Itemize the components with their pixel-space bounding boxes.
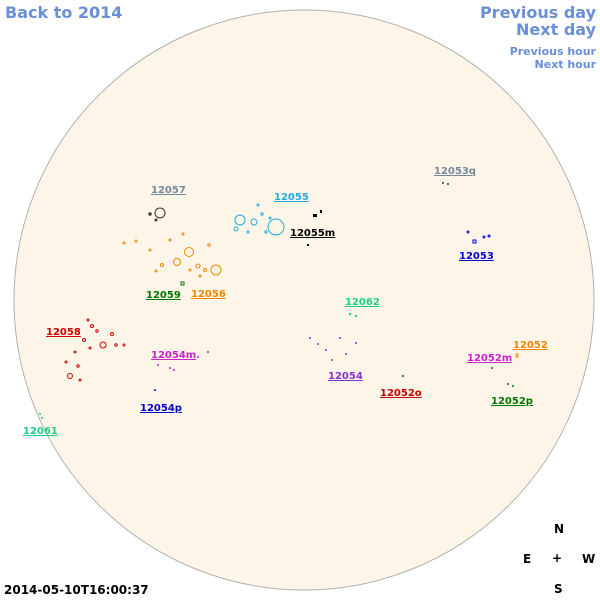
region-label-12053q[interactable]: 12053q (434, 166, 476, 177)
region-label-12054[interactable]: 12054 (328, 371, 363, 382)
region-label-12052m[interactable]: 12052m (467, 353, 512, 364)
spots-12055m (307, 210, 322, 246)
observation-timestamp: 2014-05-10T16:00:37 (4, 583, 149, 597)
spots-12054p (154, 389, 156, 391)
compass-east: E (523, 552, 532, 566)
spots-12053q (442, 182, 449, 185)
region-label-12057[interactable]: 12057 (151, 185, 186, 196)
spots-12056 (122, 232, 222, 278)
compass-west: W (582, 552, 596, 566)
spots-12059 (180, 281, 185, 286)
region-label-12052[interactable]: 12052 (513, 340, 548, 351)
spots-12057 (148, 207, 166, 222)
spots-12055 (233, 203, 285, 236)
region-label-12055[interactable]: 12055 (274, 192, 309, 203)
region-label-12052p[interactable]: 12052p (491, 396, 533, 407)
region-label-12061[interactable]: 12061 (23, 426, 58, 437)
compass-center: + (552, 551, 563, 565)
region-label-12056[interactable]: 12056 (191, 289, 226, 300)
previous-hour-link[interactable]: Previous hour (509, 45, 596, 58)
compass-north: N (554, 522, 565, 536)
region-label-12062[interactable]: 12062 (345, 297, 380, 308)
spots-12053 (466, 230, 491, 244)
spots-12058 (64, 318, 126, 382)
spots-12054 (309, 337, 357, 361)
region-label-12053[interactable]: 12053 (459, 251, 494, 262)
region-label-12058[interactable]: 12058 (46, 327, 81, 338)
spots-12052o (402, 375, 404, 377)
previous-day-link[interactable]: Previous day (479, 3, 596, 22)
sun-disk-circle (13, 9, 595, 591)
spots-12052p (491, 367, 514, 387)
compass-south: S (554, 582, 563, 596)
region-label-12059[interactable]: 12059 (146, 290, 181, 301)
spots-12062 (348, 312, 358, 318)
region-label-12054m[interactable]: 12054m (151, 350, 196, 361)
spots-12061 (39, 413, 43, 419)
region-label-12052o[interactable]: 12052o (380, 388, 422, 399)
spots-12054m (157, 351, 209, 371)
spots-12052m (515, 353, 519, 358)
next-day-link[interactable]: Next day (516, 20, 596, 39)
region-label-12054p[interactable]: 12054p (140, 403, 182, 414)
next-hour-link[interactable]: Next hour (534, 58, 597, 71)
back-to-year-link[interactable]: Back to 2014 (5, 3, 123, 22)
region-label-12055m[interactable]: 12055m (290, 228, 335, 239)
